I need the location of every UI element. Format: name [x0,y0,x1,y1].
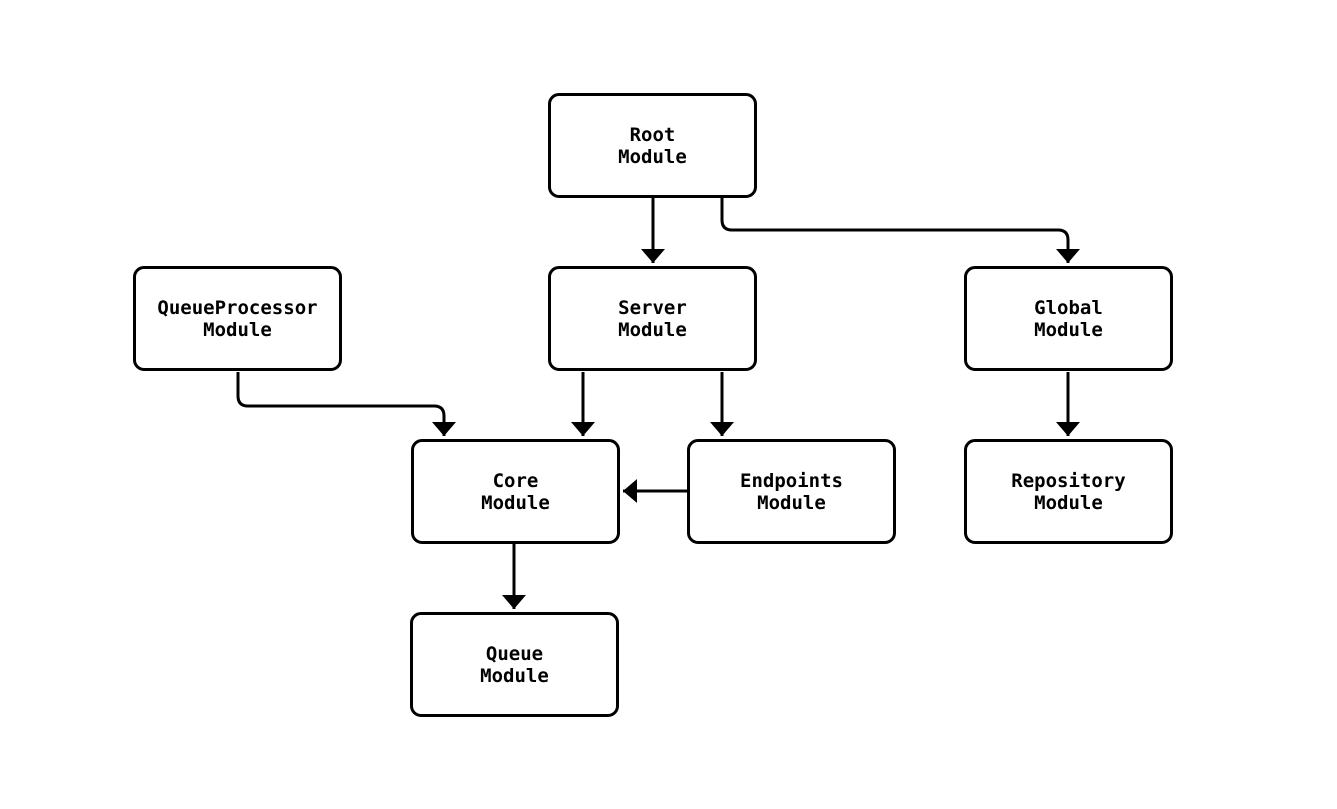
node-server-module-label: Server Module [618,296,687,341]
node-endpoints-module-label: Endpoints Module [740,469,843,514]
node-root-module: Root Module [548,93,757,198]
node-global-module-label: Global Module [1034,296,1103,341]
node-core-module: Core Module [411,439,620,544]
node-queue-module: Queue Module [410,612,619,717]
node-root-module-label: Root Module [618,123,687,168]
node-repository-module: Repository Module [964,439,1173,544]
node-global-module: Global Module [964,266,1173,371]
node-endpoints-module: Endpoints Module [687,439,896,544]
edge-queueprocessor-to-core [236,372,456,436]
edge-root-to-global [720,198,1080,263]
node-repository-module-label: Repository Module [1011,469,1126,514]
node-queueprocessor-module: QueueProcessor Module [133,266,342,371]
node-queueprocessor-module-label: QueueProcessor Module [157,296,318,341]
node-core-module-label: Core Module [481,469,550,514]
node-server-module: Server Module [548,266,757,371]
node-queue-module-label: Queue Module [480,642,549,687]
